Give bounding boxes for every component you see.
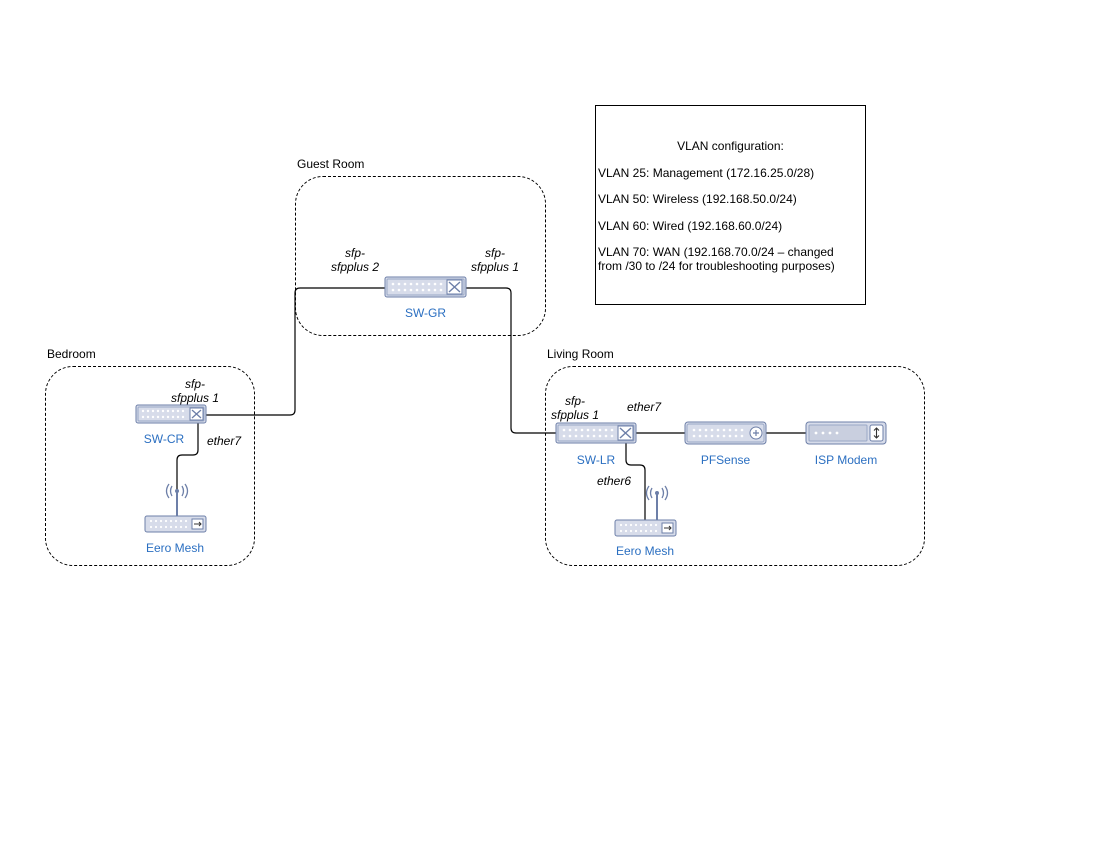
- link-gr-lr: [466, 287, 556, 434]
- firewall-pfsense-icon: [684, 421, 767, 445]
- eero-mesh-bedroom-icon: [144, 483, 207, 533]
- port-label-lr-ether6: ether6: [597, 474, 631, 488]
- vlan-line: VLAN 60: Wired (192.168.60.0/24): [598, 219, 783, 233]
- vlan-line: VLAN 50: Wireless (192.168.50.0/24): [598, 192, 797, 206]
- device-label-sw-lr: SW-LR: [576, 453, 616, 467]
- port-label-gr-sfpplus2: sfp-sfpplus 2: [320, 246, 390, 274]
- port-label-text: sfp-sfpplus 1: [550, 394, 600, 422]
- guest-room-label: Guest Room: [297, 157, 365, 171]
- port-label-text: sfp-sfpplus 1: [170, 377, 220, 405]
- vlan-config-box: VLAN configuration: VLAN 25: Management …: [595, 105, 866, 305]
- port-label-cr-sfpplus1: sfp-sfpplus 1: [160, 377, 230, 405]
- living-room-label: Living Room: [547, 347, 614, 361]
- port-label-text: sfp-sfpplus 2: [330, 246, 380, 274]
- device-label-eero-living: Eero Mesh: [615, 544, 675, 558]
- device-label-pfsense: PFSense: [700, 453, 751, 467]
- port-label-text: ether6: [597, 474, 632, 488]
- port-label-gr-sfpplus1: sfp-sfpplus 1: [460, 246, 530, 274]
- port-label-lr-ether7: ether7: [627, 400, 661, 414]
- link-lr-eero: [625, 441, 646, 520]
- port-label-lr-sfpplus1: sfp-sfpplus 1: [540, 394, 610, 422]
- vlan-line: VLAN 25: Management (172.16.25.0/28): [598, 166, 815, 180]
- device-label-sw-cr: SW-CR: [143, 432, 185, 446]
- bedroom-label: Bedroom: [47, 347, 96, 361]
- port-label-cr-ether7: ether7: [207, 434, 241, 448]
- device-label-eero-bedroom: Eero Mesh: [145, 541, 205, 555]
- link-gr-cr: [206, 287, 385, 416]
- device-label-sw-gr: SW-GR: [404, 306, 447, 320]
- bedroom-zone: [45, 366, 255, 566]
- guest-room-zone: [295, 176, 546, 336]
- port-label-text: ether7: [207, 434, 242, 448]
- switch-gr-icon: [384, 276, 467, 298]
- port-label-text: ether7: [627, 400, 662, 414]
- vlan-config-title: VLAN configuration:: [677, 139, 784, 153]
- vlan-line: VLAN 70: WAN (192.168.70.0/24 – changed …: [598, 245, 835, 273]
- switch-lr-icon: [555, 422, 637, 444]
- port-label-text: sfp-sfpplus 1: [470, 246, 520, 274]
- link-cr-eero: [176, 423, 199, 516]
- device-label-isp-modem: ISP Modem: [814, 453, 878, 467]
- isp-modem-icon: [805, 421, 887, 445]
- living-room-zone: [545, 366, 925, 566]
- switch-cr-icon: [135, 404, 207, 424]
- eero-mesh-living-icon: [614, 485, 677, 537]
